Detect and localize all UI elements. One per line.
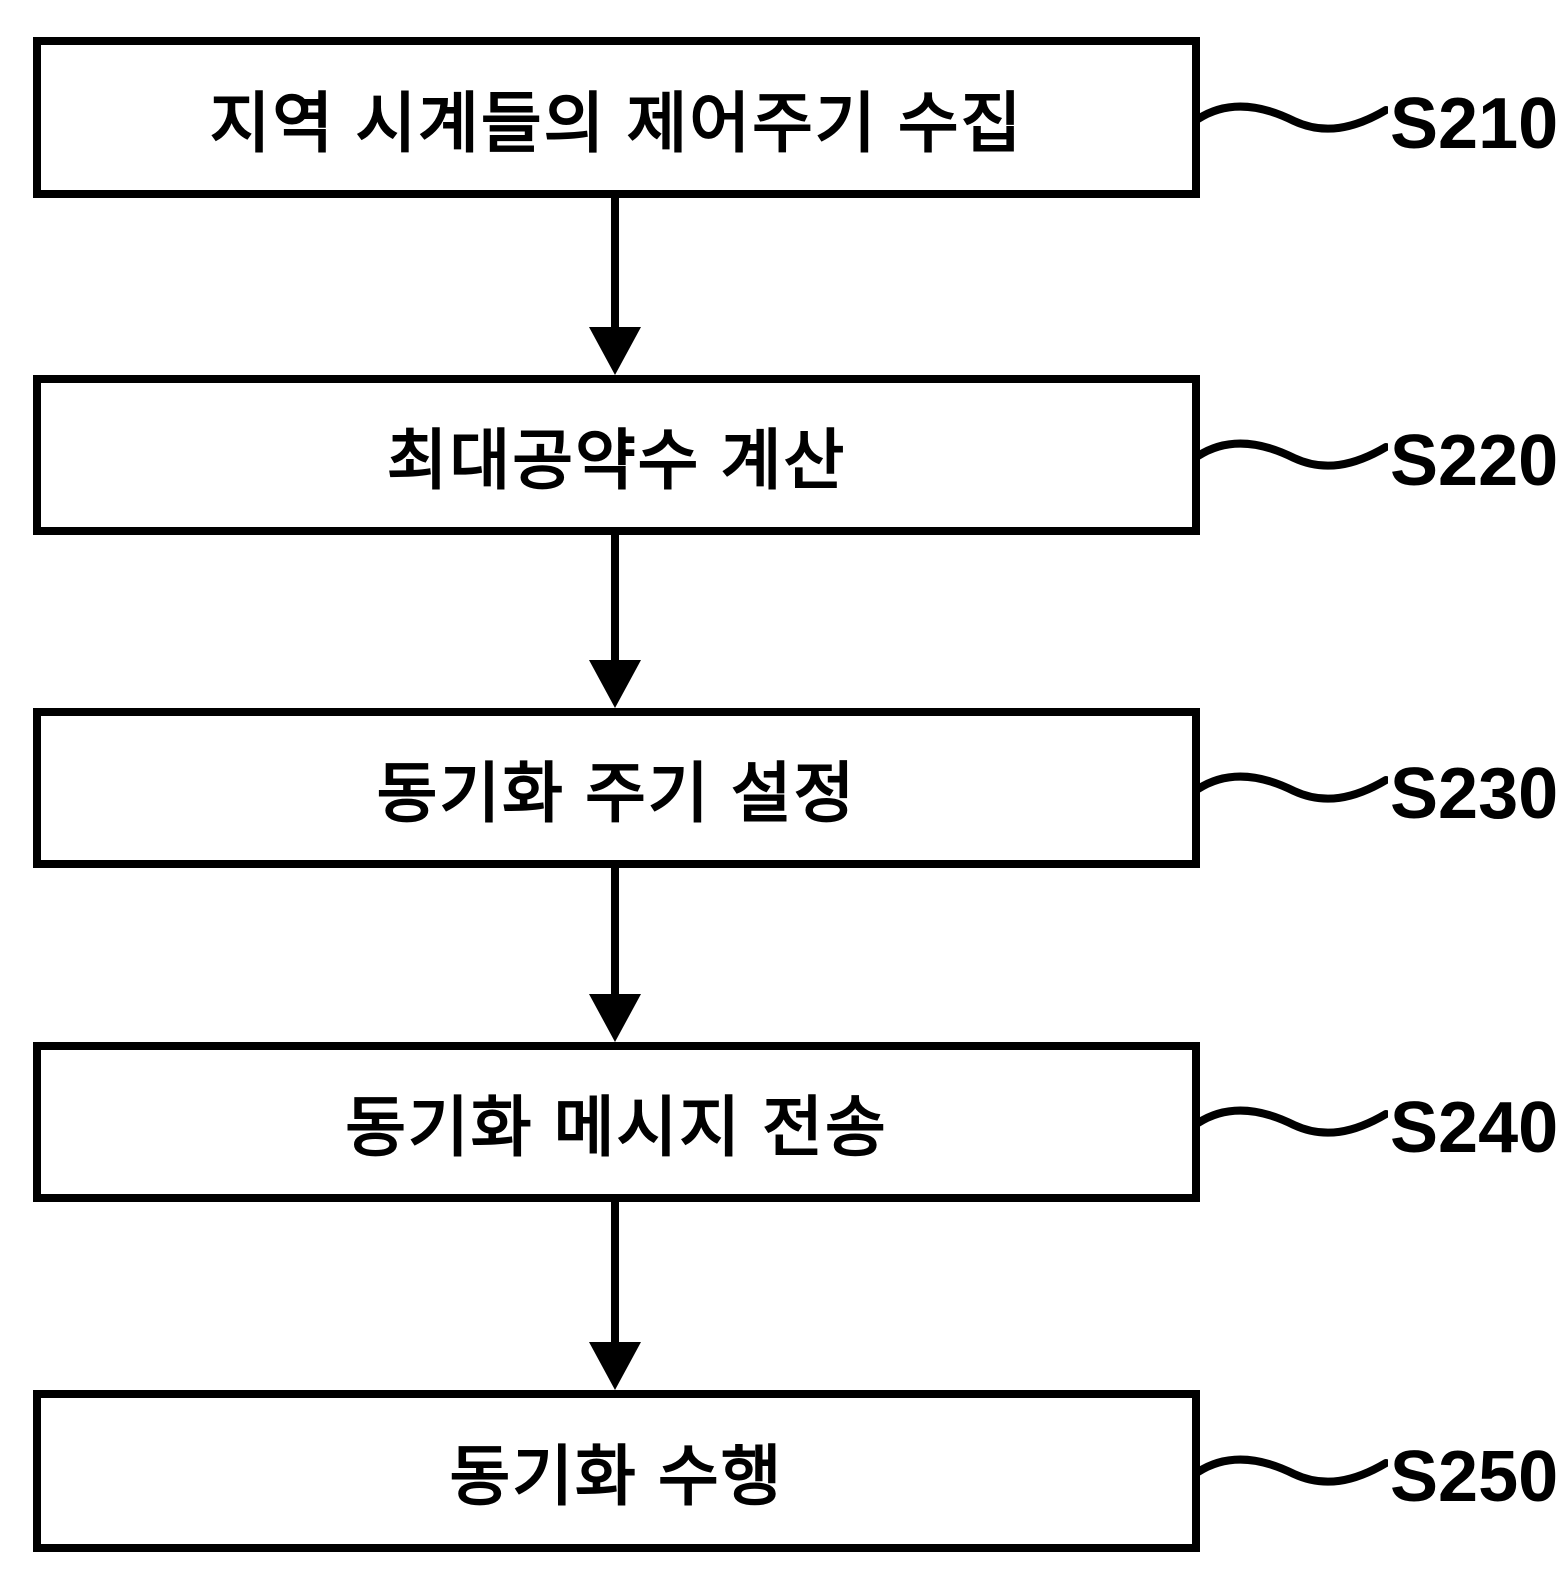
- arrow-shaft: [611, 198, 619, 330]
- step-id-label: S250: [1390, 1437, 1559, 1517]
- squiggle-connector: [1196, 102, 1388, 133]
- process-box-collect-control-cycles: 지역 시계들의 제어주기 수집: [33, 37, 1200, 198]
- process-box-label: 동기화 주기 설정: [376, 756, 857, 830]
- process-box-label: 동기화 메시지 전송: [345, 1090, 888, 1164]
- down-arrow: [588, 1202, 642, 1390]
- down-arrow: [588, 535, 642, 708]
- squiggle-connector: [1196, 439, 1388, 470]
- step-id-label: S240: [1390, 1088, 1559, 1168]
- process-box-label: 최대공약수 계산: [386, 423, 847, 497]
- process-box-label: 지역 시계들의 제어주기 수집: [209, 85, 1024, 160]
- arrow-shaft: [611, 535, 619, 663]
- squiggle-connector: [1196, 1106, 1388, 1137]
- process-box-perform-synchronization: 동기화 수행: [33, 1390, 1200, 1552]
- squiggle-connector: [1196, 1455, 1388, 1486]
- down-arrow: [588, 868, 642, 1042]
- arrow-head-icon: [589, 1342, 641, 1390]
- step-id-label: S210: [1390, 84, 1559, 164]
- arrow-head-icon: [589, 660, 641, 708]
- arrow-shaft: [611, 868, 619, 997]
- process-box-sync-message-transmission: 동기화 메시지 전송: [33, 1042, 1200, 1202]
- step-id-label: S220: [1390, 421, 1559, 501]
- step-id-label: S230: [1390, 754, 1559, 834]
- arrow-shaft: [611, 1202, 619, 1345]
- arrow-head-icon: [589, 994, 641, 1042]
- squiggle-connector: [1196, 772, 1388, 803]
- process-box-sync-cycle-setting: 동기화 주기 설정: [33, 708, 1200, 868]
- process-box-gcd-calculation: 최대공약수 계산: [33, 375, 1200, 535]
- down-arrow: [588, 198, 642, 375]
- arrow-head-icon: [589, 327, 641, 375]
- process-box-label: 동기화 수행: [449, 1439, 784, 1513]
